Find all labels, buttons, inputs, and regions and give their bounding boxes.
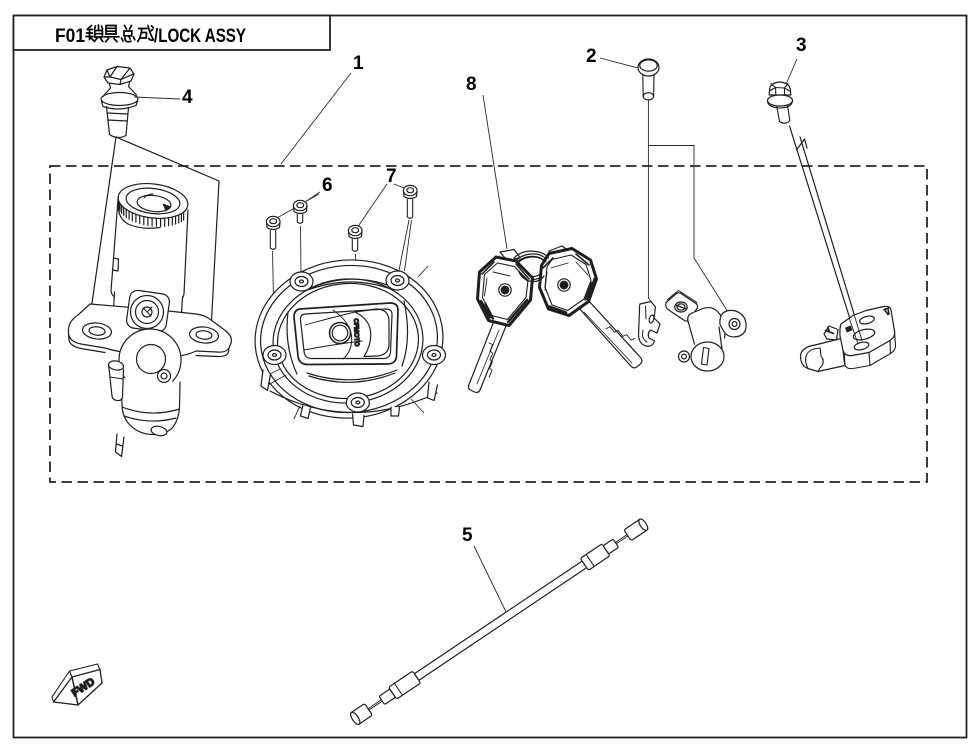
svg-text:5: 5 [462, 525, 473, 546]
svg-text:/LOCK ASSY: /LOCK ASSY [154, 25, 246, 47]
svg-text:7: 7 [386, 166, 397, 187]
svg-text:1: 1 [353, 53, 364, 74]
svg-text:CFMOTO: CFMOTO [352, 318, 360, 346]
svg-text:3: 3 [796, 35, 807, 56]
svg-text:4: 4 [182, 87, 193, 108]
svg-text:F01: F01 [55, 25, 85, 47]
svg-text:8: 8 [466, 74, 477, 95]
svg-text:2: 2 [586, 46, 597, 67]
svg-text:6: 6 [322, 175, 333, 196]
